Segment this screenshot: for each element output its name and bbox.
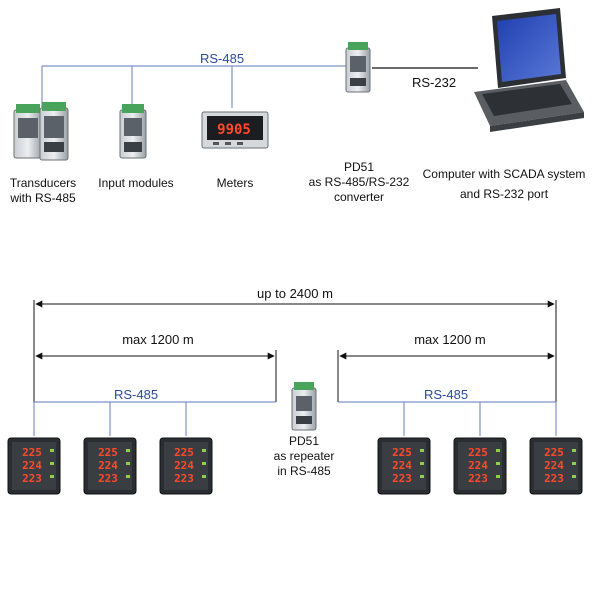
dimension-lines [33,300,557,420]
meter-reading: 225 [468,446,488,459]
indicator-led [50,449,54,452]
indicator-led [202,475,206,478]
meter-reading: 223 [98,472,118,485]
indicator-led [126,462,130,465]
indicator-led [420,462,424,465]
top-bus-label: RS-485 [200,51,245,66]
laptop-computer [474,8,584,132]
meter-reading: 223 [392,472,412,485]
indicator-led [496,462,500,465]
meter-reading: 225 [98,446,118,459]
serial-link-label: RS-232 [412,75,457,90]
repeater-label: PD51 as repeater in RS-485 [273,434,335,478]
right-bus-label: RS-485 [424,387,469,402]
bottom-meters: 2252242232252242232252242232252242232252… [7,437,583,495]
indicator-led [202,462,206,465]
meter-reading: 224 [22,459,42,472]
meter-reading: 224 [392,459,412,472]
meter-reading: 223 [544,472,564,485]
input-module-device [119,104,147,159]
indicator-led [50,475,54,478]
left-bus-label: RS-485 [114,387,159,402]
meter-reading: 224 [468,459,488,472]
bottom-rs485-buses [33,401,557,436]
meter-reading: 223 [468,472,488,485]
computer-label: Computer with SCADA system and RS-232 po… [422,167,586,201]
meter-reading: 225 [174,446,194,459]
pd51-converter-device [345,42,371,93]
meter-reading: 225 [392,446,412,459]
indicator-led [126,475,130,478]
indicator-led [202,449,206,452]
meter-reading: 225 [22,446,42,459]
meter-reading: 223 [174,472,194,485]
indicator-led [572,475,576,478]
meter-reading: 223 [22,472,42,485]
transducers-device [13,102,69,161]
top-rs485-bus [41,65,352,108]
indicator-led [572,449,576,452]
indicator-led [496,475,500,478]
indicator-led [572,462,576,465]
left-segment-label: max 1200 m [122,332,194,347]
meter-readout: 9905 [217,122,251,138]
total-range-label: up to 2400 m [240,286,350,301]
right-segment-label: max 1200 m [414,332,486,347]
input-modules-label: Input modules [98,176,174,190]
converter-label: PD51 as RS-485/RS-232 converter [308,160,410,204]
indicator-led [420,475,424,478]
indicator-led [496,449,500,452]
meter-reading: 224 [174,459,194,472]
meter-device: 9905 [201,111,269,149]
meters-label: Meters [216,176,254,190]
indicator-led [50,462,54,465]
transducers-label: Transducers with RS-485 [9,176,77,205]
meter-reading: 224 [98,459,118,472]
meter-reading: 224 [544,459,564,472]
pd51-repeater-device [291,382,317,431]
indicator-led [420,449,424,452]
meter-reading: 225 [544,446,564,459]
indicator-led [126,449,130,452]
